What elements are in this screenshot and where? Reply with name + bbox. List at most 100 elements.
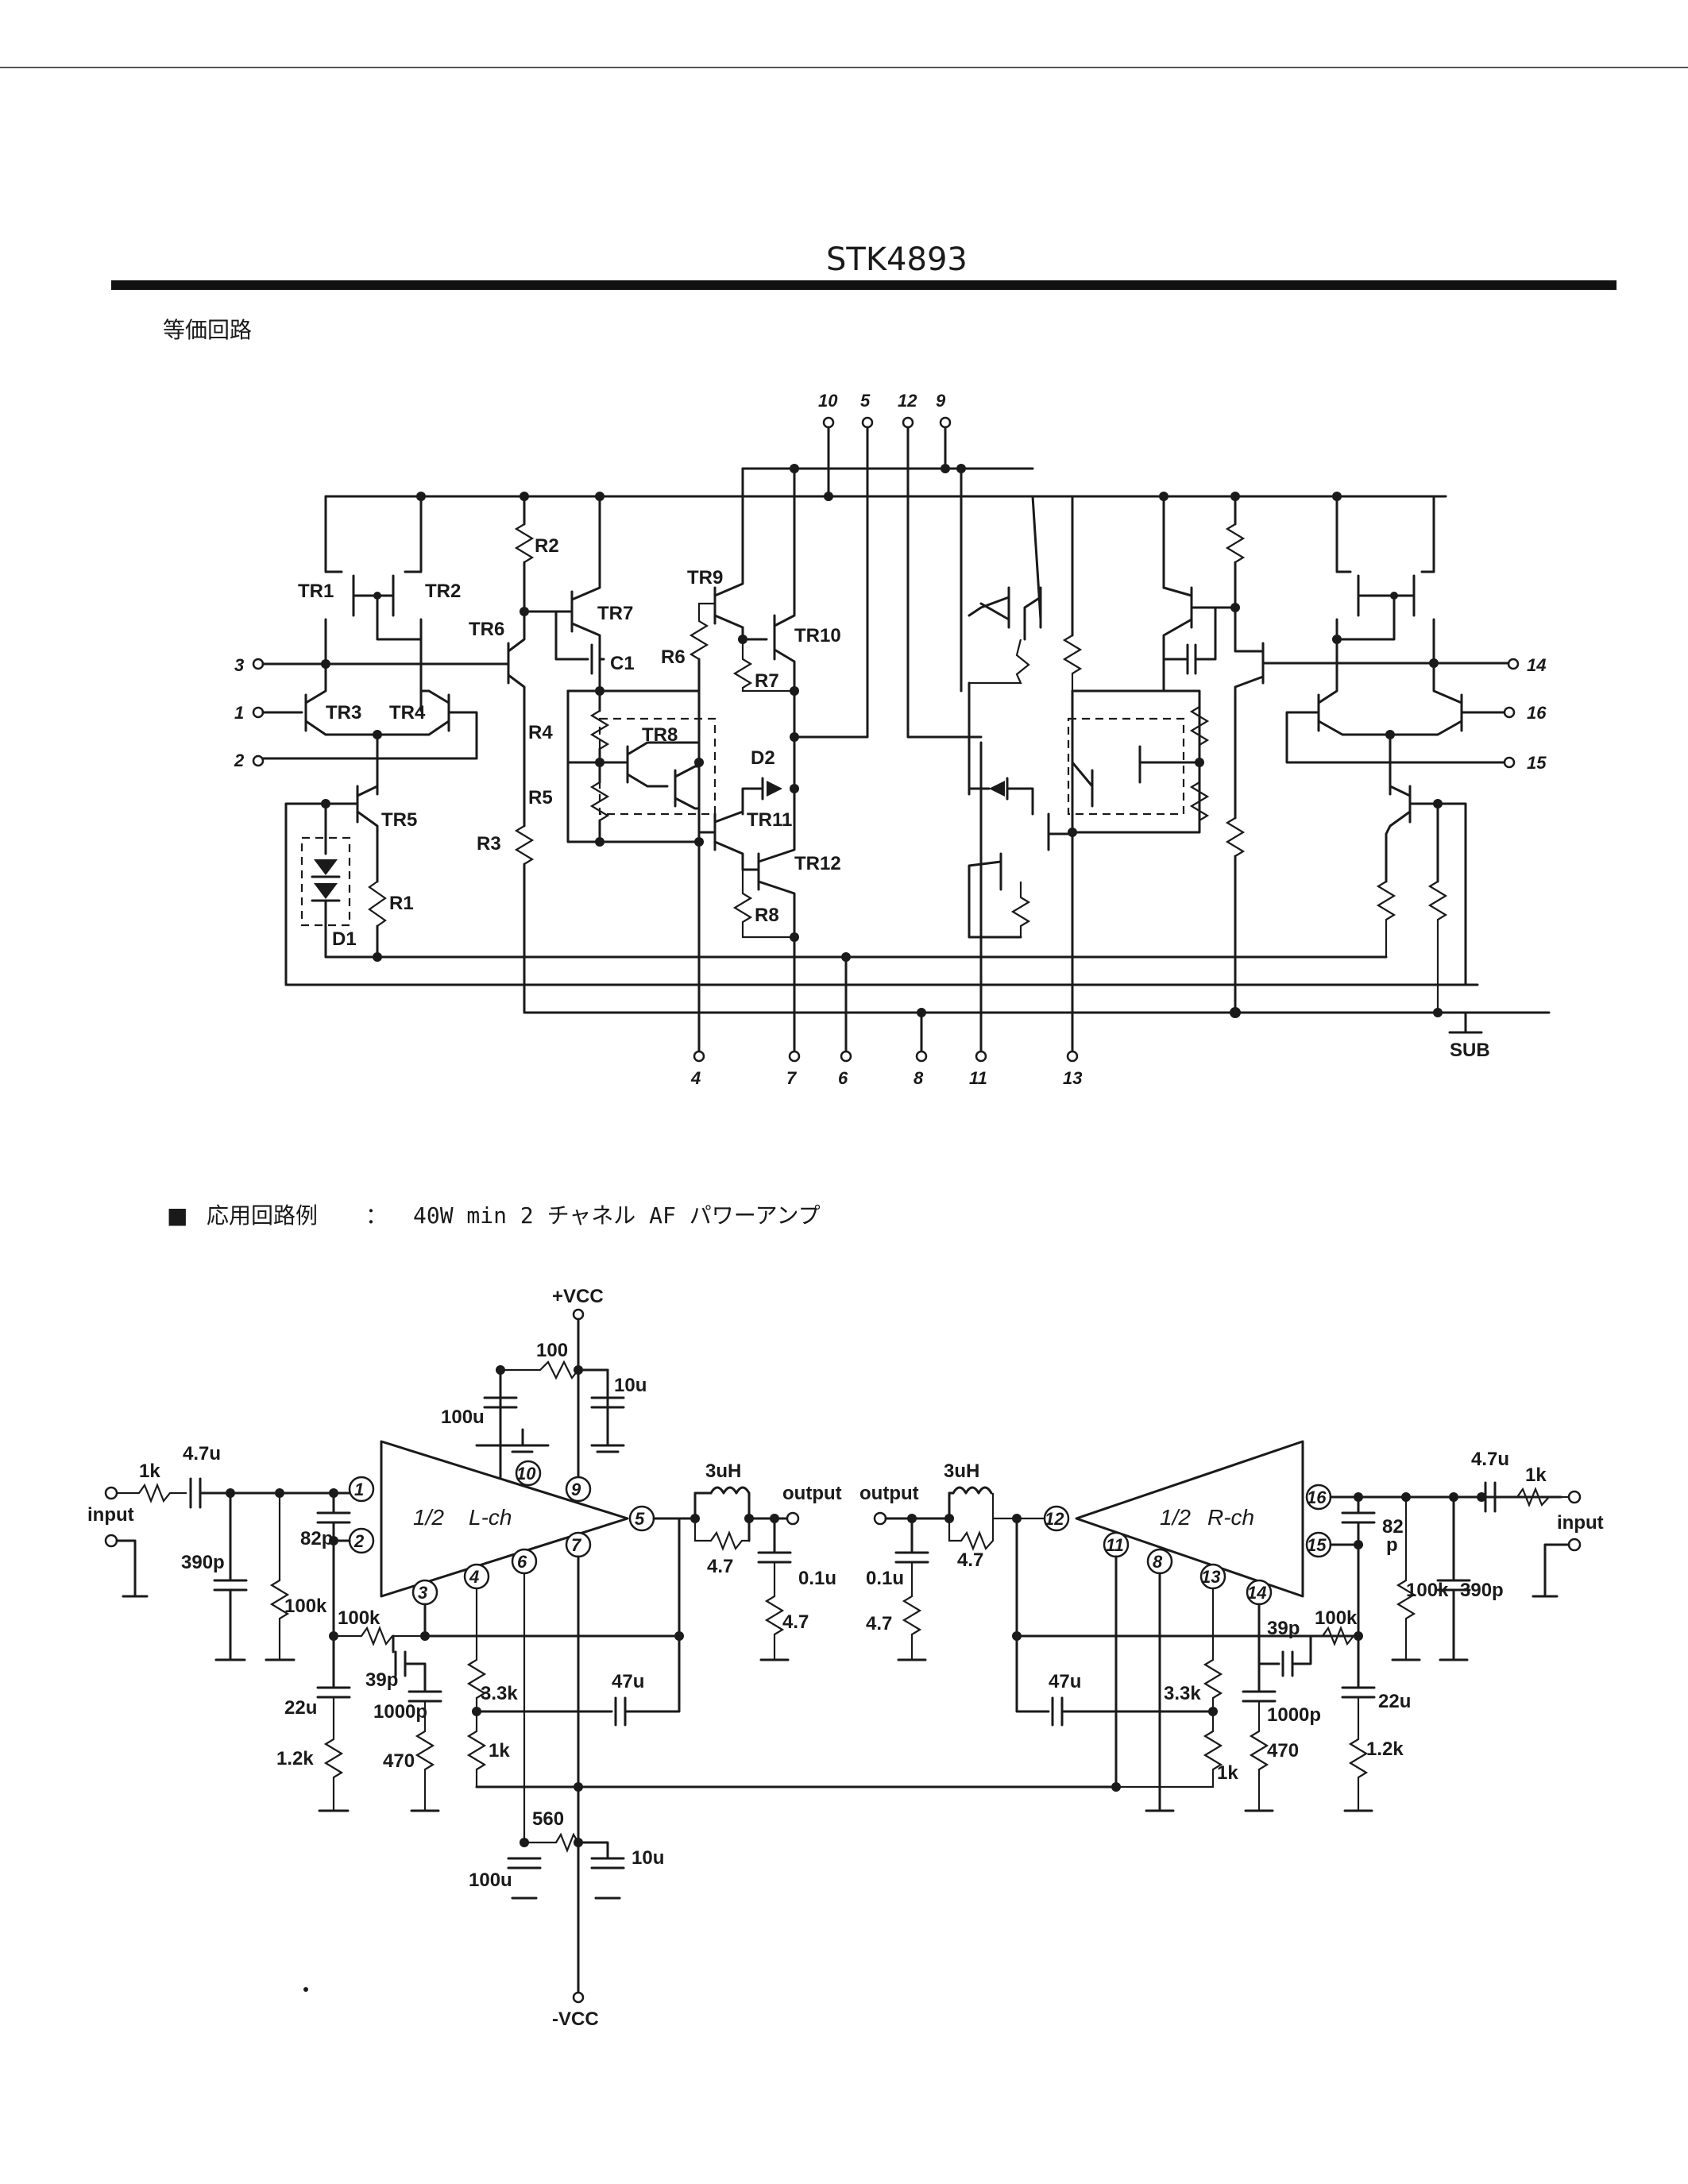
right-r-4-7-out-label: 4.7 <box>866 1613 892 1634</box>
label-D2: D2 <box>751 747 775 769</box>
pin-4: 4 <box>469 1567 479 1587</box>
part-number-title: STK4893 <box>826 241 968 278</box>
label-R1: R1 <box>389 893 414 914</box>
pin-label-8: 8 <box>914 1068 924 1088</box>
right-c-82-label: 82 <box>1382 1516 1404 1538</box>
left-r-3-3k-label: 3.3k <box>481 1683 518 1704</box>
pin-15: 15 <box>1307 1535 1327 1555</box>
bullet: ■ <box>167 1202 187 1229</box>
left-c-82p-label: 82p <box>300 1528 333 1549</box>
right-r-1k-label: 1k <box>1525 1464 1547 1486</box>
right-amp-channel: R-ch <box>1207 1505 1254 1530</box>
r-560-label: 560 <box>532 1808 564 1830</box>
left-r-470-label: 470 <box>383 1750 415 1772</box>
left-c-390p-label: 390p <box>181 1552 225 1573</box>
pin-label-16: 16 <box>1527 703 1547 723</box>
label-C1: C1 <box>610 653 635 674</box>
header-rule <box>111 280 1617 290</box>
right-input-label: input <box>1557 1512 1604 1534</box>
label-R8: R8 <box>755 905 779 926</box>
title-separator: ： <box>365 1202 388 1229</box>
pin-10: 10 <box>516 1464 536 1484</box>
left-r-100k-fb-label: 100k <box>338 1607 380 1629</box>
left-amp-triangle <box>380 1440 629 1598</box>
pin-5: 5 <box>635 1509 645 1529</box>
label-TR8: TR8 <box>642 724 678 746</box>
application-title-jp: 応用回路例 <box>207 1202 318 1229</box>
label-TR1: TR1 <box>298 581 334 602</box>
pin-label-3: 3 <box>234 655 244 675</box>
pin-label-9: 9 <box>936 391 946 411</box>
right-c-390p-label: 390p <box>1460 1580 1504 1601</box>
pin-label-13: 13 <box>1063 1068 1082 1088</box>
label-R6: R6 <box>661 646 686 668</box>
right-r-1k-fb-label: 1k <box>1217 1762 1238 1784</box>
right-l-3uH-label: 3uH <box>944 1461 979 1482</box>
r-100-label: 100 <box>536 1340 568 1361</box>
pin-label-11: 11 <box>969 1068 987 1088</box>
pin-label-15: 15 <box>1527 753 1547 773</box>
pin-14: 14 <box>1247 1583 1266 1603</box>
left-c-4-7u-label: 4.7u <box>183 1443 221 1464</box>
right-c-1000p-label: 1000p <box>1267 1704 1321 1726</box>
pin-3: 3 <box>418 1583 427 1603</box>
right-c-47u-label: 47u <box>1049 1671 1081 1692</box>
left-r-4-7-label: 4.7 <box>707 1556 733 1577</box>
right-r-470-label: 470 <box>1267 1740 1299 1761</box>
substrate-label: SUB <box>1450 1040 1490 1061</box>
pin-8: 8 <box>1153 1552 1163 1572</box>
label-R5: R5 <box>528 787 553 808</box>
pin-11: 11 <box>1106 1535 1124 1555</box>
c-100u-top-label: 100u <box>441 1406 485 1428</box>
c-10u-bottom-label: 10u <box>632 1847 664 1869</box>
pin-label-4: 4 <box>690 1068 701 1088</box>
left-amp-pins: 1 2 3 4 6 7 9 10 5 <box>348 1460 655 1606</box>
pin-12: 12 <box>1045 1509 1064 1529</box>
label-TR4: TR4 <box>389 702 426 723</box>
label-TR11: TR11 <box>747 809 792 831</box>
pin-6: 6 <box>517 1552 527 1572</box>
pin-label-10: 10 <box>818 391 838 411</box>
label-D1: D1 <box>332 928 357 950</box>
right-r-1-2k-label: 1.2k <box>1366 1738 1404 1760</box>
c-10u-top-label: 10u <box>614 1375 647 1396</box>
left-c-1000p-label: 1000p <box>373 1701 427 1723</box>
pin-7: 7 <box>571 1535 582 1555</box>
scan-speck <box>303 1987 308 1992</box>
left-r-1-2k-label: 1.2k <box>276 1748 314 1769</box>
pin-13: 13 <box>1201 1567 1220 1587</box>
supply-negative-label: -VCC <box>552 2008 599 2030</box>
c-100u-bottom-label: 100u <box>469 1870 512 1891</box>
left-r-4-7-out-label: 4.7 <box>782 1611 809 1633</box>
pin-label-1: 1 <box>234 703 244 723</box>
right-amp-pins: 12 11 8 13 14 16 15 <box>1043 1484 1332 1606</box>
right-c-22u-label: 22u <box>1378 1691 1411 1712</box>
pin-2: 2 <box>353 1531 365 1551</box>
pin-16: 16 <box>1307 1488 1327 1507</box>
left-l-3uH-label: 3uH <box>705 1461 741 1482</box>
pin-label-5: 5 <box>860 391 871 411</box>
left-r-100k-label: 100k <box>284 1596 327 1617</box>
left-amp-fraction: 1/2 <box>413 1505 444 1530</box>
pin-label-2: 2 <box>234 751 245 770</box>
left-amp-channel: L-ch <box>469 1505 512 1530</box>
label-TR2: TR2 <box>425 581 461 602</box>
right-c-p-label: p <box>1386 1534 1398 1556</box>
left-c-39p-label: 39p <box>365 1669 398 1691</box>
label-TR5: TR5 <box>381 809 417 831</box>
label-TR12: TR12 <box>794 853 841 874</box>
left-r-1k-label: 1k <box>139 1461 160 1482</box>
label-R2: R2 <box>535 535 559 557</box>
pin-label-7: 7 <box>786 1068 798 1088</box>
left-c-22u-label: 22u <box>284 1697 317 1719</box>
equivalent-circuit-title: 等価回路 <box>163 317 252 343</box>
label-TR7: TR7 <box>597 603 633 624</box>
label-R4: R4 <box>528 722 553 743</box>
pin-label-14: 14 <box>1527 655 1546 675</box>
right-amp-triangle <box>1075 1440 1304 1598</box>
equivalent-circuit-diagram: 10 5 1 2 9 <box>234 391 1551 1088</box>
right-r-100k-fb-label: 100k <box>1315 1607 1358 1629</box>
label-TR9: TR9 <box>687 567 723 588</box>
left-input-label: input <box>87 1504 134 1526</box>
